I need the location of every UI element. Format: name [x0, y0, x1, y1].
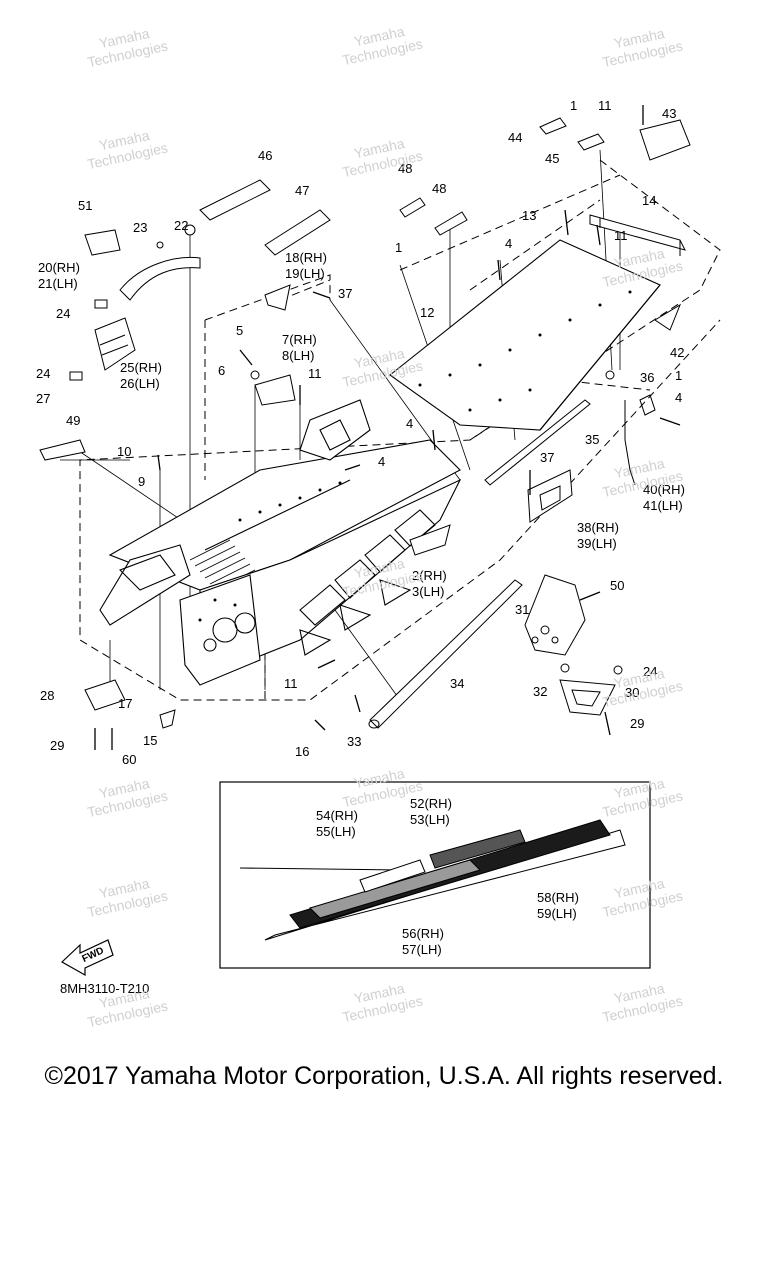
front-cover-51: [84, 229, 121, 256]
footrest-bracket: [524, 574, 586, 656]
callout-11-d: 11: [284, 676, 298, 691]
callout-29-b: 29: [630, 716, 644, 731]
callout-37-b: 37: [540, 450, 554, 465]
callout-1-c: 1: [675, 368, 682, 383]
callout-20: 20(RH): [38, 260, 80, 275]
parts-diagram: 1 11 43 44 45 46 47 48 48 51 23 22 13 14…: [36, 98, 721, 996]
callout-48b: 48: [432, 181, 446, 196]
callout-4-a: 4: [505, 236, 512, 251]
fwd-arrow-icon: [60, 939, 114, 977]
callout-24-c: 24: [643, 664, 657, 679]
copyright-notice: ©2017 Yamaha Motor Corporation, U.S.A. A…: [44, 1062, 724, 1090]
callout-48a: 48: [398, 161, 412, 176]
rail-bar: [484, 399, 591, 486]
callout-49: 49: [66, 413, 80, 428]
callout-54: 54(RH): [316, 808, 358, 823]
callout-51: 51: [78, 198, 92, 213]
callout-60: 60: [122, 752, 136, 767]
decal-inset-box: [219, 781, 651, 969]
callout-14: 14: [642, 193, 656, 208]
callout-1-b: 1: [395, 240, 402, 255]
fasteners: [94, 105, 681, 750]
callout-42: 42: [670, 345, 684, 360]
decal-pads: [39, 117, 682, 461]
callout-46: 46: [258, 148, 272, 163]
callout-23: 23: [133, 220, 147, 235]
callout-41: 41(LH): [643, 498, 683, 513]
callout-13: 13: [522, 208, 536, 223]
callout-52: 52(RH): [410, 796, 452, 811]
rear-tunnel-plate: [389, 239, 661, 431]
callout-36: 36: [640, 370, 654, 385]
callout-43: 43: [662, 106, 676, 121]
step-plate: [559, 679, 616, 716]
callout-26: 26(LH): [120, 376, 160, 391]
callout-17: 17: [118, 696, 132, 711]
lattice-openings: [299, 509, 436, 656]
callout-6: 6: [218, 363, 225, 378]
side-bracket: [527, 469, 573, 523]
callout-4-b: 4: [675, 390, 682, 405]
callout-22: 22: [174, 218, 188, 233]
callout-38: 38(RH): [577, 520, 619, 535]
callout-59: 59(LH): [537, 906, 577, 921]
callout-2: 2(RH): [412, 568, 447, 583]
callout-9: 9: [138, 474, 145, 489]
callout-40: 40(RH): [643, 482, 685, 497]
callout-12: 12: [420, 305, 434, 320]
callout-11-c: 11: [308, 366, 322, 381]
callout-7: 7(RH): [282, 332, 317, 347]
callout-15: 15: [143, 733, 157, 748]
callout-28: 28: [40, 688, 54, 703]
exploded-view-svg: 1 11 43 44 45 46 47 48 48 51 23 22 13 14…: [36, 98, 721, 996]
callout-18: 18(RH): [285, 250, 327, 265]
callout-29-a: 29: [50, 738, 64, 753]
callout-47: 47: [295, 183, 309, 198]
chassis-tunnel: [99, 399, 462, 686]
small-parts: [84, 119, 691, 729]
callout-58: 58(RH): [537, 890, 579, 905]
callout-24-b: 24: [36, 366, 50, 381]
callout-56: 56(RH): [402, 926, 444, 941]
callout-19: 19(LH): [285, 266, 325, 281]
callout-37-a: 37: [338, 286, 352, 301]
rear-bumper-bar: [589, 214, 686, 256]
callout-1-top: 1: [570, 98, 577, 113]
callout-53: 53(LH): [410, 812, 450, 827]
callout-11-top: 11: [598, 98, 612, 113]
callout-31: 31: [515, 602, 529, 617]
callout-30: 30: [625, 685, 639, 700]
callout-11-b: 11: [614, 228, 628, 243]
callout-33: 33: [347, 734, 361, 749]
callout-50: 50: [610, 578, 624, 593]
callout-5: 5: [236, 323, 243, 338]
callout-45: 45: [545, 151, 559, 166]
long-tube-bar: [368, 579, 523, 729]
callout-27: 27: [36, 391, 50, 406]
callout-8: 8(LH): [282, 348, 315, 363]
callout-34: 34: [450, 676, 464, 691]
callout-32: 32: [533, 684, 547, 699]
callout-labels: 1 11 43 44 45 46 47 48 48 51 23 22 13 14…: [36, 98, 685, 996]
callout-3: 3(LH): [412, 584, 445, 599]
callout-35: 35: [585, 432, 599, 447]
callout-24-a: 24: [56, 306, 70, 321]
callout-10: 10: [117, 444, 131, 459]
callout-25: 25(RH): [120, 360, 162, 375]
callout-16: 16: [295, 744, 309, 759]
callout-4-d: 4: [378, 454, 385, 469]
snow-flap-chain: [624, 394, 656, 486]
callout-39: 39(LH): [577, 536, 617, 551]
diagram-code: 8MH3110-T210: [60, 981, 149, 996]
callout-44: 44: [508, 130, 522, 145]
left-brackets: [69, 256, 201, 381]
callout-55: 55(LH): [316, 824, 356, 839]
callout-21: 21(LH): [38, 276, 78, 291]
callout-4-c: 4: [406, 416, 413, 431]
callout-57: 57(LH): [402, 942, 442, 957]
